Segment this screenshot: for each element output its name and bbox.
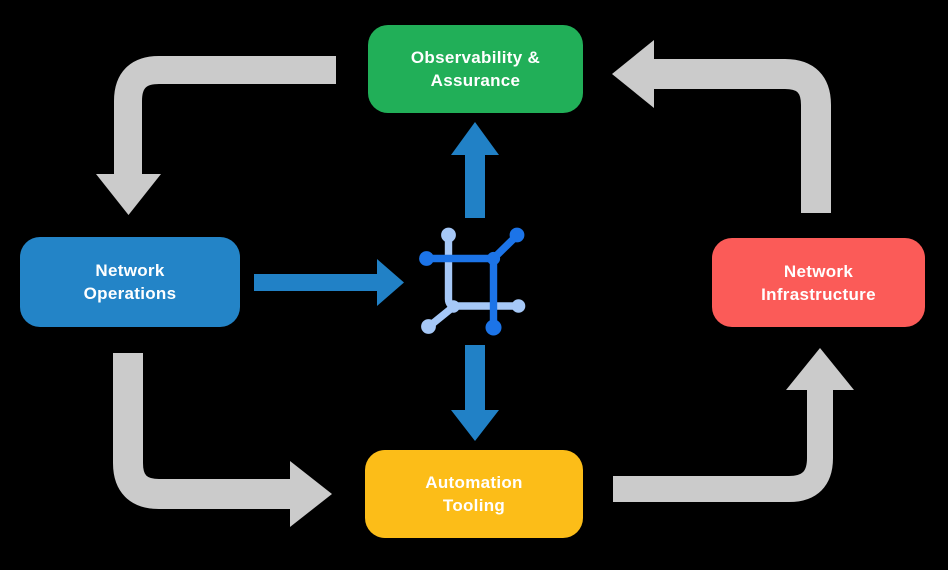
arrow-center-to-observability <box>451 122 499 218</box>
node-label-line: Assurance <box>430 71 521 90</box>
node-network-infrastructure: Network Infrastructure <box>712 238 925 327</box>
node-label-line: Network <box>95 261 165 280</box>
arrow-center-to-automation <box>451 345 499 441</box>
node-label-line: Tooling <box>442 496 506 515</box>
icon-light-junction <box>447 300 460 313</box>
node-network-operations: Network Operations <box>20 237 240 327</box>
icon-light-node-top <box>441 227 456 243</box>
icon-dark-node-top-right <box>509 227 525 243</box>
icon-dark-node-left <box>419 251 434 266</box>
node-label-line: Observability & <box>410 48 541 67</box>
node-label-line: Network <box>783 261 854 281</box>
arrow-observability-to-operations <box>96 56 336 215</box>
arrow-automation-to-infrastructure <box>613 348 854 502</box>
network-fabric-icon <box>419 227 526 336</box>
node-label-line: Infrastructure <box>761 284 876 304</box>
arrow-operations-to-center <box>254 259 404 306</box>
icon-light-node-right <box>511 299 526 313</box>
icon-dark-node-bottom <box>485 319 502 336</box>
node-label-line: Operations <box>83 284 177 303</box>
arrow-infrastructure-to-observability <box>612 40 831 213</box>
node-label-line: Automation <box>425 473 523 492</box>
icon-light-node-bottom-left <box>421 319 436 334</box>
arrow-operations-to-automation <box>113 353 332 527</box>
node-automation-tooling: Automation Tooling <box>365 450 583 538</box>
icon-dark-junction <box>486 251 501 266</box>
node-observability-assurance: Observability & Assurance <box>368 25 583 113</box>
